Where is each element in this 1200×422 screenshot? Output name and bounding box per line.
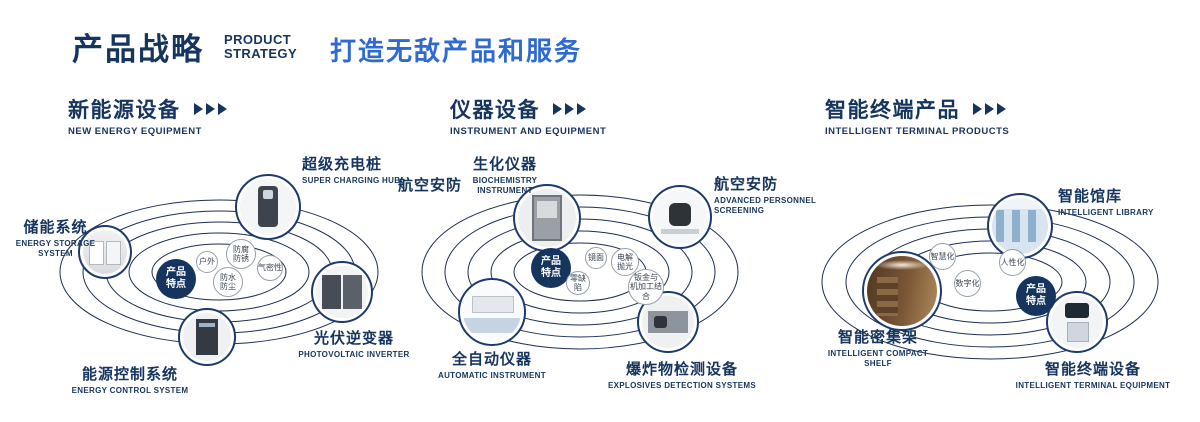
label-energy-storage: 储能系统 ENERGY STORAGE SYSTEM [8,216,103,259]
page-title: 产品战略 [72,32,204,67]
feature-bubble: 智慧化 [929,243,956,270]
product-circle-photovoltaic-inverter [311,261,373,323]
energy-control-image [183,313,231,361]
intelligent-terminal-image [1051,296,1103,348]
label-compact-shelf: 智能密集架 INTELLIGENT COMPACT SHELF [818,326,938,369]
product-name-en: INTELLIGENT LIBRARY [1058,208,1154,217]
page-title-en: PRODUCT STRATEGY [224,32,298,62]
product-name: 爆炸物检测设备 [625,361,738,378]
triple-arrow-icon [550,103,586,115]
product-name-en: SUPER CHARGING HUB [302,176,401,185]
page-subtitle: 打造无敌产品和服务 [330,36,583,66]
photovoltaic-inverter-image [316,266,368,318]
label-aviation-security-left: 航空安防 [398,177,463,194]
section-title-instruments: 仪器设备 [450,94,586,124]
personnel-screening-image [653,190,707,244]
product-name: 储能系统 [23,219,88,236]
product-circle-energy-storage [78,225,132,279]
product-circle-aviation-security [648,185,712,249]
product-circle-intelligent-terminal [1046,291,1108,353]
product-circle-intelligent-library [987,193,1053,259]
feature-bubble: 人性化 [999,249,1026,276]
triple-arrow-icon [970,103,1006,115]
section-subtitle-en: NEW ENERGY EQUIPMENT [68,126,202,137]
triple-arrow-icon [191,103,227,115]
product-name: 能源控制系统 [81,366,178,383]
product-circle-energy-control [178,308,236,366]
feature-bubble: 零缺陷 [566,271,590,295]
feature-bubble: 电解 抛光 [611,248,639,276]
product-name-en: EXPLOSIVES DETECTION SYSTEMS [608,381,756,390]
feature-bubble: 防水 防尘 [213,267,243,297]
product-name-en: ENERGY STORAGE SYSTEM [15,239,96,258]
biochemistry-instrument-image [518,189,576,247]
product-name-en: PHOTOVOLTAIC INVERTER [298,350,410,359]
product-features-badge: 产品 特点 [156,259,196,299]
product-name-en: INTELLIGENT COMPACT SHELF [827,349,929,368]
feature-bubble: 镜面 [585,247,607,269]
section-title-text: 仪器设备 [450,99,540,122]
product-name: 智能终端设备 [1044,361,1141,378]
label-super-charging-hub: 超级充电桩 SUPER CHARGING HUB [302,153,422,186]
label-explosives-detection: 爆炸物检测设备 EXPLOSIVES DETECTION SYSTEMS [600,358,764,391]
intelligent-library-image [992,198,1048,254]
product-name: 智能馆库 [1058,188,1123,205]
label-biochemistry: 生化仪器 BIOCHEMISTRY INSTRUMENT [452,153,558,196]
product-circle-super-charging-hub [235,174,301,240]
feature-bubble: 户外 [196,251,218,273]
product-name-en: ADVANCED PERSONNEL SCREENING [714,196,817,215]
product-circle-compact-shelf [862,251,942,331]
section-title-text: 新能源设备 [68,99,181,122]
product-circle-biochemistry [513,184,581,252]
section-title-new-energy: 新能源设备 [68,94,227,124]
compact-shelf-image [867,256,937,326]
label-energy-control: 能源控制系统 ENERGY CONTROL SYSTEM [55,363,205,396]
feature-bubble: 钣金与 机加工结合 [628,269,664,305]
section-subtitle-en: INTELLIGENT TERMINAL PRODUCTS [825,126,1010,137]
explosives-detection-image [642,296,694,348]
product-name: 光伏逆变器 [313,330,394,347]
feature-bubble: 防腐 防锈 [226,239,256,269]
product-name: 智能密集架 [837,329,918,346]
section-subtitle-en: INSTRUMENT AND EQUIPMENT [450,126,607,137]
product-features-badge: 产品 特点 [1016,276,1056,316]
section-title-text: 智能终端产品 [825,99,960,122]
product-name-en: INTELLIGENT TERMINAL EQUIPMENT [1015,381,1171,390]
product-name-en: AUTOMATIC INSTRUMENT [438,371,546,380]
label-intelligent-terminal: 智能终端设备 INTELLIGENT TERMINAL EQUIPMENT [1008,358,1178,391]
product-name: 生化仪器 [472,156,537,173]
section-title-intelligent-terminals: 智能终端产品 [825,94,1006,124]
product-circle-automatic-instrument [458,278,526,346]
product-name: 全自动仪器 [451,351,532,368]
feature-bubble: 数字化 [954,270,981,297]
product-name: 超级充电桩 [302,156,383,173]
label-photovoltaic-inverter: 光伏逆变器 PHOTOVOLTAIC INVERTER [288,327,420,360]
product-name: 航空安防 [714,176,779,193]
super-charging-hub-image [240,179,296,235]
label-aviation-security: 航空安防 ADVANCED PERSONNEL SCREENING [714,173,834,216]
energy-storage-image [83,230,127,274]
product-name-en: BIOCHEMISTRY INSTRUMENT [472,176,538,195]
product-features-badge: 产品 特点 [531,248,571,288]
automatic-instrument-image [463,283,521,341]
feature-bubble: 气密性 [257,255,283,281]
label-intelligent-library: 智能馆库 INTELLIGENT LIBRARY [1058,185,1188,218]
label-automatic-instrument: 全自动仪器 AUTOMATIC INSTRUMENT [430,348,554,381]
product-name-en: ENERGY CONTROL SYSTEM [71,386,189,395]
